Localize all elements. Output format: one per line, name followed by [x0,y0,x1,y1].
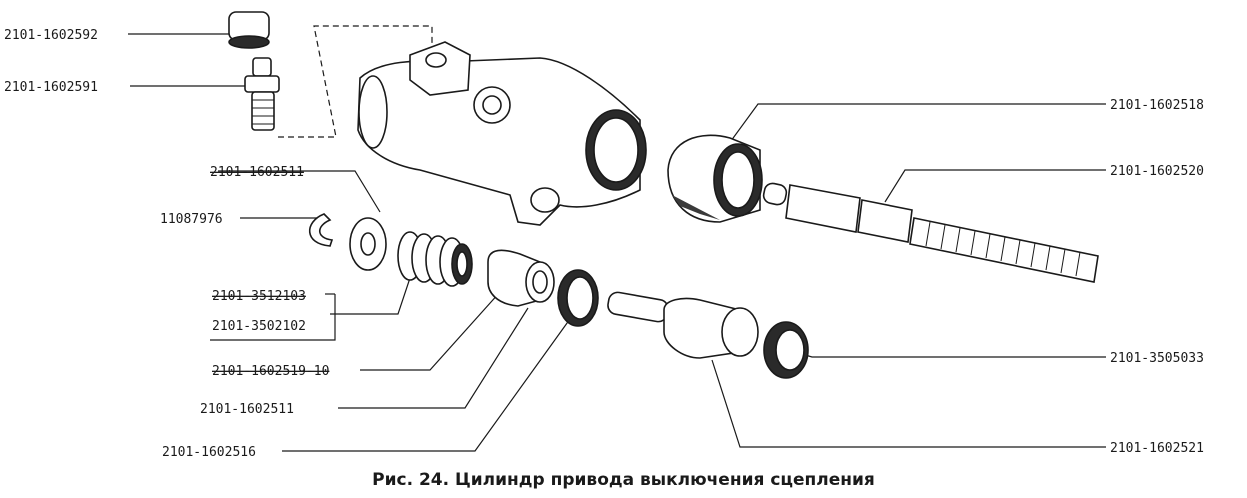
label-spring-a: 2101-3512103 [212,289,306,304]
main-piston-part [607,291,759,359]
label-piston: 2101-1602521 [1110,441,1204,456]
label-piston-small: 2101-1602519-10 [212,364,329,379]
label-cap: 2101-1602592 [4,28,98,43]
pushrod-part [762,182,1099,283]
rubber-boot-part [667,134,763,223]
figure-caption: Рис. 24. Цилиндр привода выключения сцеп… [372,470,875,490]
dust-cover-part [763,321,809,379]
cylinder-body-part [357,41,647,226]
label-washer-top: 2101-1602511 [210,165,304,180]
label-dust-cover: 2101-3505033 [1110,351,1204,366]
label-seal-ring: 2101-1602511 [200,402,294,417]
label-pushrod: 2101-1602520 [1110,164,1204,179]
label-clip: 11087976 [160,212,223,227]
label-bleeder: 2101-1602591 [4,80,98,95]
label-spring-b: 2101-3502102 [212,319,306,334]
label-boot: 2101-1602518 [1110,98,1204,113]
label-cup: 2101-1602516 [162,445,256,460]
spring-part [397,231,473,287]
part-labels: 2101-1602592 2101-1602591 2101-1602511 1… [4,28,1204,460]
cup-seal-part [557,269,599,327]
bleeder-screw-part [244,57,280,131]
bleeder-cap-part [228,11,270,49]
circlip-part [308,213,334,247]
washer-part [349,217,387,271]
small-piston-part [487,249,555,307]
